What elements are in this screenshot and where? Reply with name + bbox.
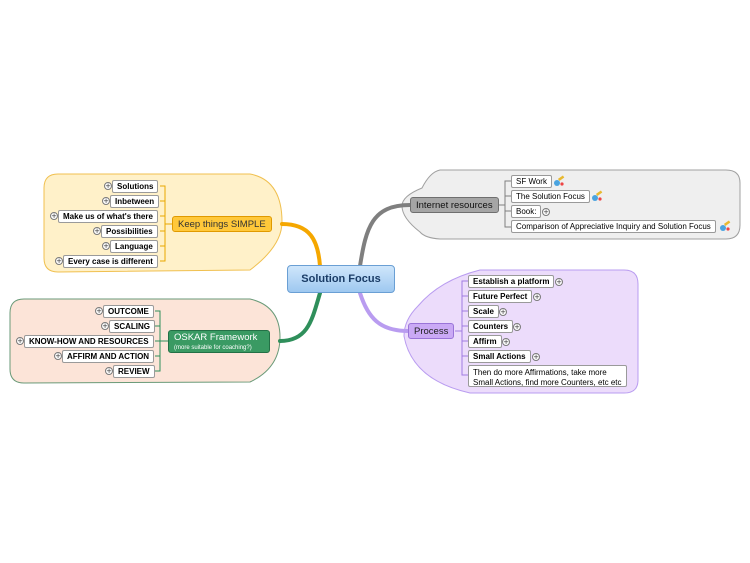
- expand-plus-icon[interactable]: +: [54, 352, 62, 360]
- keep-simple-item-every-case[interactable]: Every case is different: [63, 255, 158, 268]
- process-note-line-2: Small Actions, find more Counters, etc e…: [473, 378, 622, 387]
- connector-internet: [358, 203, 412, 268]
- process-item-small-actions[interactable]: Small Actions: [468, 350, 531, 363]
- internet-item-label: SF Work: [516, 177, 547, 186]
- expand-plus-icon[interactable]: +: [95, 307, 103, 315]
- keep-simple-item-possibilities[interactable]: Possibilities: [101, 225, 158, 238]
- internet-item-comparison[interactable]: Comparison of Appreciative Inquiry and S…: [511, 220, 716, 233]
- internet-item-the-solution-focus[interactable]: The Solution Focus: [511, 190, 590, 203]
- expand-plus-icon[interactable]: +: [93, 227, 101, 235]
- expand-plus-icon[interactable]: +: [101, 322, 109, 330]
- expand-plus-icon[interactable]: +: [499, 308, 507, 316]
- process-item-label: Affirm: [473, 337, 497, 346]
- expand-plus-icon[interactable]: +: [102, 242, 110, 250]
- oskar-item-affirm-action[interactable]: AFFIRM AND ACTION: [62, 350, 155, 363]
- expand-plus-icon[interactable]: +: [55, 257, 63, 265]
- connector-oskar: [278, 291, 322, 343]
- oskar-item-know-how[interactable]: KNOW-HOW AND RESOURCES: [24, 335, 154, 348]
- keep-simple-topic[interactable]: Keep things SIMPLE: [172, 216, 272, 232]
- oskar-item-label: SCALING: [114, 322, 150, 331]
- expand-plus-icon[interactable]: +: [102, 197, 110, 205]
- keep-simple-item-inbetween[interactable]: Inbetween: [110, 195, 160, 208]
- central-topic-label: Solution Focus: [301, 273, 381, 285]
- process-bracket: [455, 280, 468, 376]
- internet-item-label: The Solution Focus: [516, 192, 585, 201]
- keep-simple-item-solutions[interactable]: Solutions: [112, 180, 159, 193]
- oskar-item-label: OUTCOME: [108, 307, 149, 316]
- keep-simple-item-label: Language: [115, 242, 153, 251]
- expand-plus-icon[interactable]: +: [533, 293, 541, 301]
- oskar-item-label: REVIEW: [118, 367, 150, 376]
- process-item-label: Small Actions: [473, 352, 526, 361]
- link-pencil-icon[interactable]: [591, 190, 603, 202]
- process-item-affirm[interactable]: Affirm: [468, 335, 502, 348]
- oskar-item-scaling[interactable]: SCALING: [109, 320, 155, 333]
- process-item-label: Future Perfect: [473, 292, 528, 301]
- link-pencil-icon[interactable]: [719, 220, 731, 232]
- internet-item-label: Comparison of Appreciative Inquiry and S…: [516, 222, 711, 231]
- keep-simple-item-label: Inbetween: [115, 197, 155, 206]
- expand-plus-icon[interactable]: +: [542, 208, 550, 216]
- link-pencil-icon[interactable]: [553, 175, 565, 187]
- oskar-item-label: KNOW-HOW AND RESOURCES: [29, 337, 149, 346]
- central-topic[interactable]: Solution Focus: [287, 265, 395, 293]
- oskar-sublabel: (more suitable for coaching?): [174, 344, 252, 351]
- expand-plus-icon[interactable]: +: [50, 212, 58, 220]
- process-item-label: Establish a platform: [473, 277, 550, 286]
- process-label: Process: [414, 326, 449, 337]
- internet-bracket: [495, 180, 511, 228]
- oskar-item-review[interactable]: REVIEW: [113, 365, 155, 378]
- expand-plus-icon[interactable]: +: [16, 337, 24, 345]
- oskar-label: OSKAR Framework: [174, 332, 258, 343]
- expand-plus-icon[interactable]: +: [532, 353, 540, 361]
- process-item-label: Counters: [473, 322, 509, 331]
- expand-plus-icon[interactable]: +: [104, 182, 112, 190]
- process-item-future-perfect[interactable]: Future Perfect: [468, 290, 533, 303]
- process-item-scale[interactable]: Scale: [468, 305, 499, 318]
- process-note[interactable]: Then do more Affirmations, take more Sma…: [468, 365, 627, 387]
- internet-resources-topic[interactable]: Internet resources: [410, 197, 499, 213]
- keep-simple-item-make-use[interactable]: Make us of what's there: [58, 210, 158, 223]
- expand-plus-icon[interactable]: +: [513, 323, 521, 331]
- internet-resources-label: Internet resources: [416, 200, 493, 211]
- expand-plus-icon[interactable]: +: [502, 338, 510, 346]
- expand-plus-icon[interactable]: +: [105, 367, 113, 375]
- internet-item-book[interactable]: Book:: [511, 205, 542, 218]
- connector-process: [358, 291, 410, 333]
- keep-simple-item-label: Possibilities: [106, 227, 153, 236]
- oskar-item-label: AFFIRM AND ACTION: [67, 352, 150, 361]
- process-item-counters[interactable]: Counters: [468, 320, 514, 333]
- expand-plus-icon[interactable]: +: [555, 278, 563, 286]
- oskar-item-outcome[interactable]: OUTCOME: [103, 305, 154, 318]
- process-topic[interactable]: Process: [408, 323, 455, 339]
- internet-item-sf-work[interactable]: SF Work: [511, 175, 552, 188]
- oskar-topic[interactable]: OSKAR Framework (more suitable for coach…: [168, 330, 270, 353]
- keep-simple-label: Keep things SIMPLE: [178, 219, 266, 230]
- keep-simple-item-label: Solutions: [117, 182, 154, 191]
- keep-simple-item-label: Every case is different: [68, 257, 153, 266]
- connector-keep-simple: [280, 222, 322, 268]
- oskar-bracket: [155, 310, 168, 372]
- internet-item-label: Book:: [516, 207, 537, 216]
- keep-simple-item-language[interactable]: Language: [110, 240, 158, 253]
- process-item-label: Scale: [473, 307, 494, 316]
- process-item-establish-platform[interactable]: Establish a platform: [468, 275, 555, 288]
- keep-simple-item-label: Make us of what's there: [63, 212, 153, 221]
- keep-simple-bracket: [160, 185, 172, 262]
- process-note-line-1: Then do more Affirmations, take more: [473, 368, 607, 377]
